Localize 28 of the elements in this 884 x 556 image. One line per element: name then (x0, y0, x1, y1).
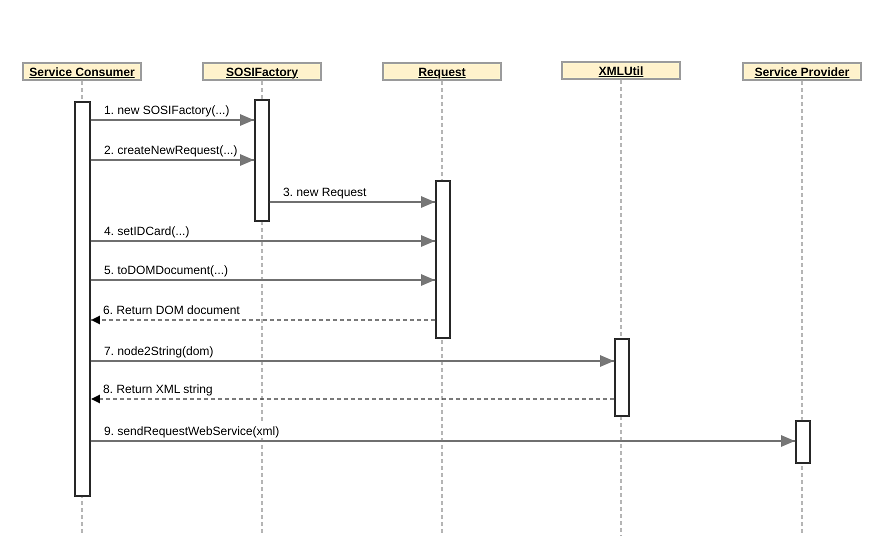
message-arrow (91, 154, 254, 166)
message-arrow (91, 235, 435, 247)
participant-box: Service Provider (742, 62, 862, 81)
activation-bar (254, 99, 270, 222)
activation-bar (614, 338, 630, 417)
message-arrow (91, 316, 435, 324)
message-label: 1. new SOSIFactory(...) (104, 103, 230, 117)
activation-bar (795, 420, 811, 464)
message-arrow (91, 274, 435, 286)
message-label: 2. createNewRequest(...) (104, 143, 238, 157)
message-arrow (91, 114, 254, 126)
message-label: 3. new Request (283, 185, 366, 199)
activation-bar (435, 180, 451, 339)
message-label: 7. node2String(dom) (104, 344, 214, 358)
message-label: 6. Return DOM document (103, 303, 240, 317)
message-label: 8. Return XML string (103, 382, 213, 396)
participant-box: Request (382, 62, 502, 81)
participant-box: SOSIFactory (202, 62, 322, 81)
participant-box: XMLUtil (561, 61, 681, 80)
message-arrow (270, 196, 435, 208)
message-label: 9. sendRequestWebService(xml) (104, 424, 280, 438)
message-arrow (91, 355, 614, 367)
message-label: 5. toDOMDocument(...) (104, 263, 228, 277)
participant-box: Service Consumer (22, 62, 142, 81)
message-arrow (91, 394, 614, 404)
message-arrow (91, 435, 795, 447)
activation-bar (74, 101, 91, 497)
message-label: 4. setIDCard(...) (104, 224, 190, 238)
